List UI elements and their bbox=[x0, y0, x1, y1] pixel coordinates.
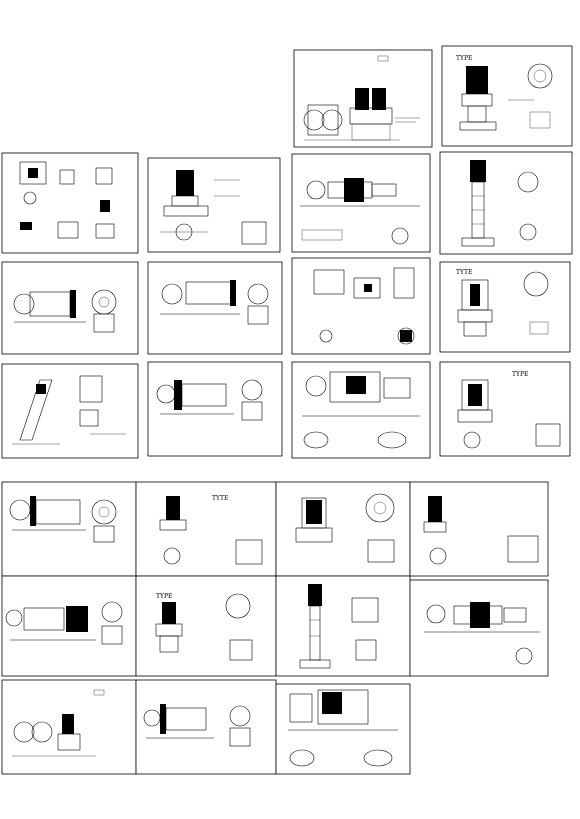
type-label-alt: TYTE bbox=[456, 269, 472, 276]
panel-r4-split-case-pump bbox=[291, 361, 431, 459]
panel-r5-vertical-pump-tyte: TYTE bbox=[135, 481, 277, 577]
panel-r1-double-pump bbox=[293, 49, 433, 148]
panel-r4-vertical-pump-type: TYPE bbox=[439, 361, 571, 457]
panel-r4-inclined-pump bbox=[1, 363, 139, 459]
panel-r4-horizontal-pump bbox=[147, 361, 283, 457]
panel-r2-assembly bbox=[1, 152, 139, 254]
panel-r6-tall-vertical bbox=[275, 575, 411, 677]
type-label: TYPE bbox=[456, 55, 472, 62]
panel-r3-vertical-pump-tyte: TYTE bbox=[439, 261, 571, 353]
panel-r7-split-case-pump bbox=[275, 683, 411, 775]
panel-r7-horizontal-pump bbox=[135, 679, 277, 775]
panel-r5-vertical-pump-2 bbox=[409, 481, 549, 577]
panel-r7-double-pump bbox=[1, 679, 137, 775]
panel-r5-vertical-pump bbox=[275, 481, 411, 577]
panel-r3-section-views bbox=[291, 257, 431, 355]
panel-r3-horizontal-pump-2 bbox=[147, 261, 283, 355]
panel-r6-vertical-pump-type: TYPE bbox=[135, 575, 277, 677]
panel-r2-vertical-pump bbox=[147, 157, 281, 253]
panel-r2-multistage-horizontal bbox=[291, 153, 431, 253]
type-label-3: TYPE bbox=[512, 371, 528, 378]
panel-r2-tall-vertical bbox=[439, 151, 573, 255]
panel-r6-multistage-horizontal bbox=[409, 579, 549, 677]
type-label-5: TYPE bbox=[156, 593, 172, 600]
type-label-4: TYTE bbox=[212, 495, 228, 502]
panel-r1-vertical-pump-type: TYPE bbox=[441, 45, 573, 147]
panel-r6-horizontal-pump bbox=[1, 575, 137, 677]
panel-r3-horizontal-pump bbox=[1, 261, 139, 355]
panel-r5-horizontal-pump bbox=[1, 481, 137, 577]
